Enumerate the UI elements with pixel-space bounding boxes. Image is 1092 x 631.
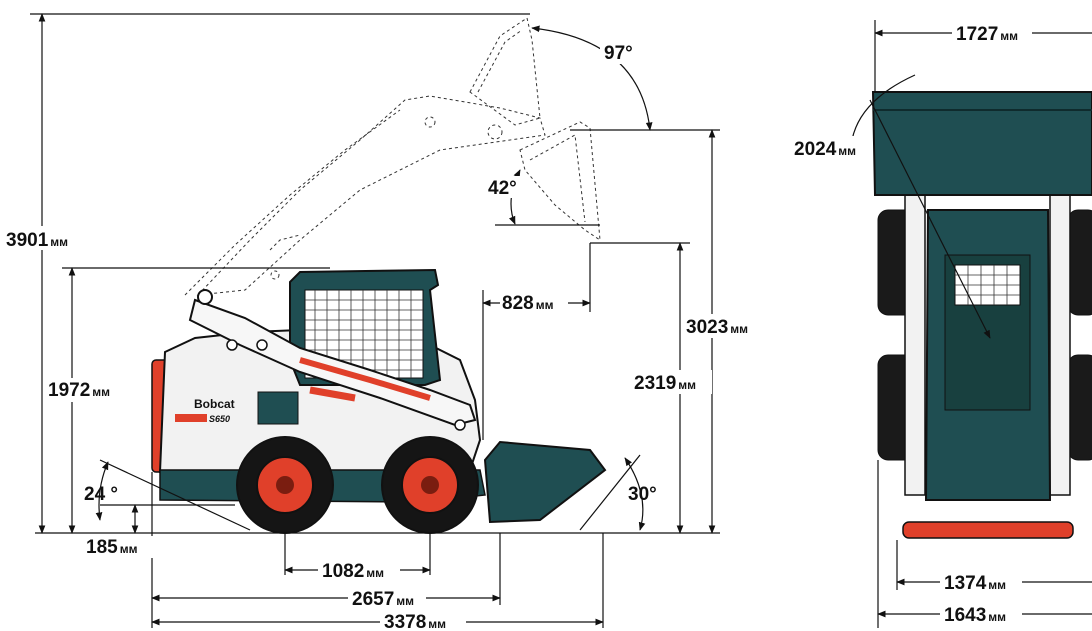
front-bumper: [902, 521, 1074, 539]
right-rear-tire: [1067, 354, 1092, 461]
label-rollback-angle: 97°: [604, 43, 633, 64]
rear-wheel: [236, 436, 334, 534]
lift-arm: [188, 298, 477, 427]
raised-bucket-rollback: [469, 17, 541, 126]
side-grille: [257, 391, 299, 425]
label-bucket-angle: 30°: [628, 484, 657, 505]
raised-bucket-dump: [519, 121, 601, 241]
label-departure-angle: 24 °: [84, 484, 118, 505]
front-bucket: [871, 91, 1092, 196]
front-wheel: [381, 436, 479, 534]
brand-logo: Bobcat: [194, 397, 235, 411]
bucket: [483, 440, 607, 524]
right-front-tire: [1067, 209, 1092, 316]
raised-lift-arm: [184, 95, 546, 296]
label-dump-angle: 42°: [488, 178, 517, 199]
model-logo: S650: [209, 414, 230, 424]
skid-steer-front: [871, 91, 1092, 539]
skid-steer-side: Bobcat S650: [151, 268, 607, 534]
